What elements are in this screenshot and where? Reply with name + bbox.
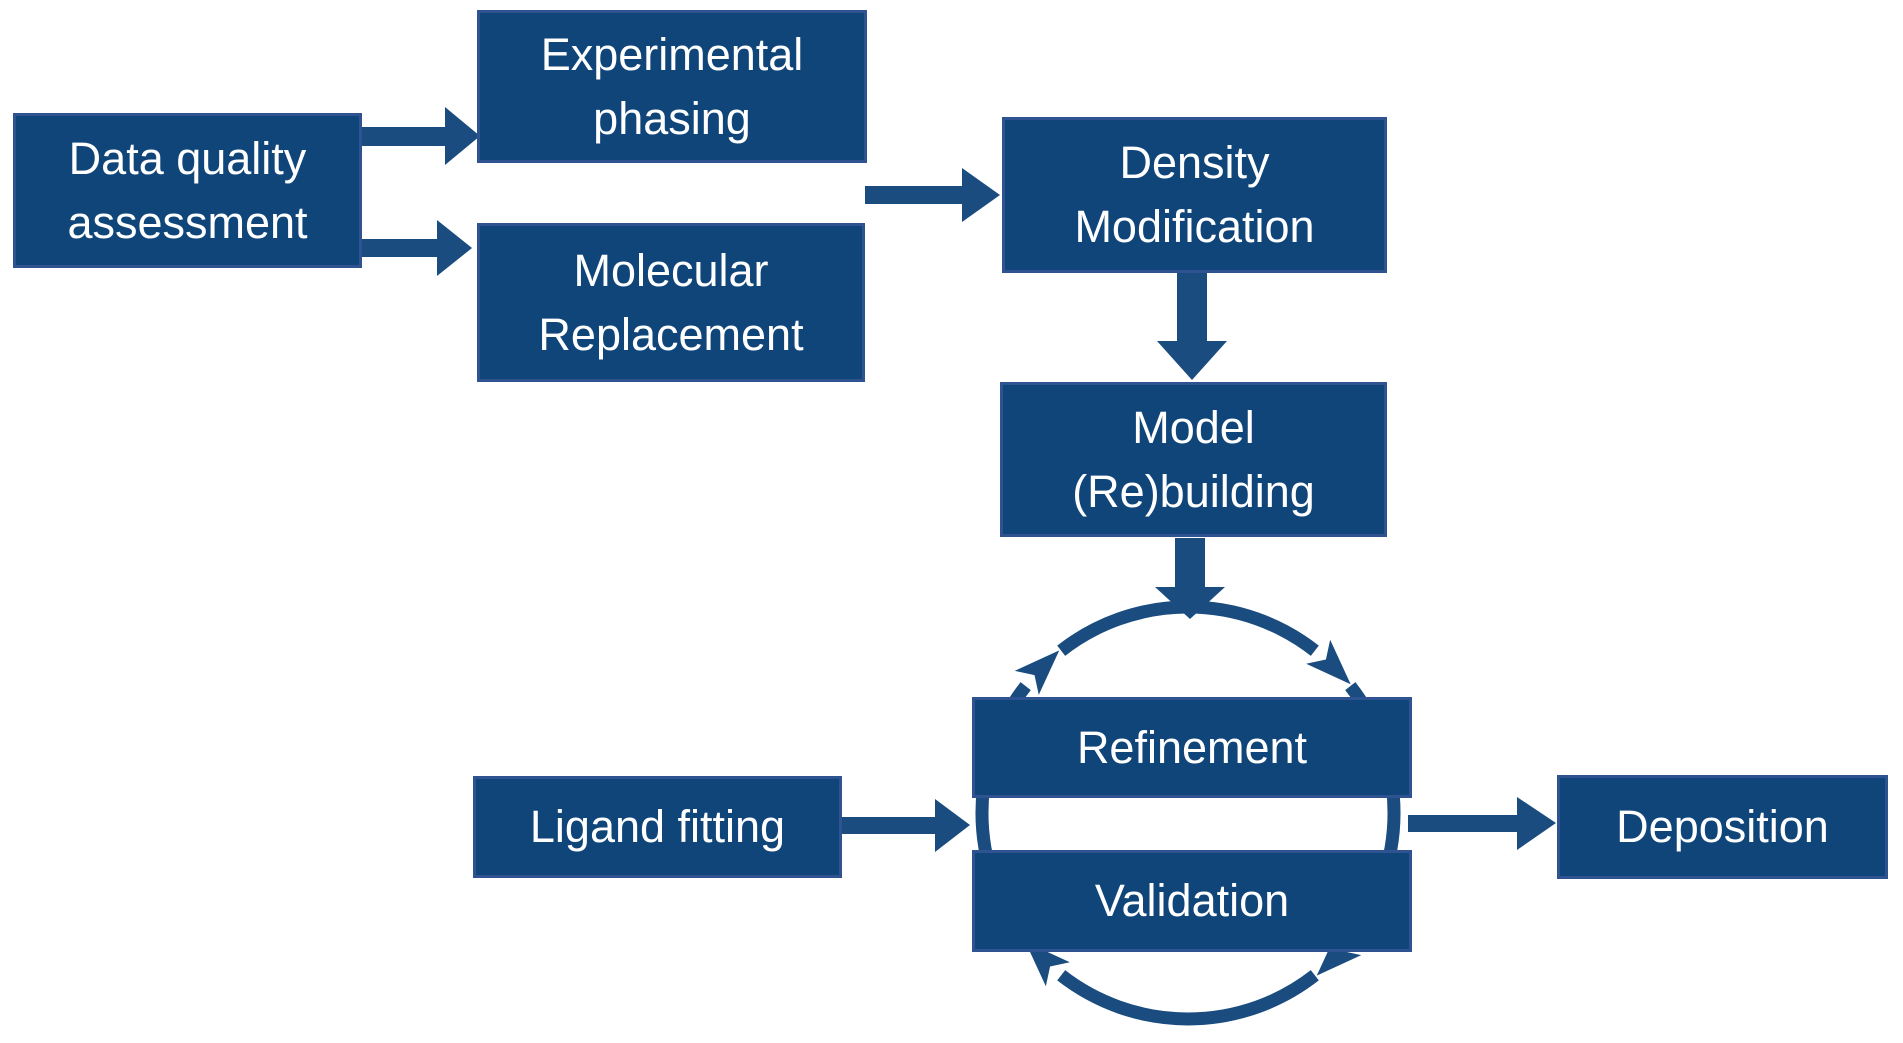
arrow-density-modification-to-model-icon [1157,273,1227,380]
arrow-cycle-to-deposition-icon [1408,797,1556,850]
node-deposition: Deposition [1557,775,1888,879]
arrow-ligand-to-cycle-icon [842,799,970,852]
cycle-arrowhead-bottom-left-icon [1025,941,1070,987]
node-refinement: Refinement [972,697,1412,798]
node-experimental-phasing: Experimental phasing [477,10,867,163]
node-data-quality-assessment: Data quality assessment [13,113,362,268]
node-molecular-replacement: Molecular Replacement [477,223,865,382]
node-ligand-fitting: Ligand fitting [473,776,842,878]
arrow-model-to-cycle-icon [1155,538,1225,619]
cycle-arrowhead-top-left-icon [1014,650,1060,695]
cycle-arrowhead-top-right-icon [1306,639,1351,685]
arrow-phasing-to-density-modification-icon [865,168,1000,222]
refinement-validation-cycle-icon [975,600,1401,1026]
node-validation: Validation [972,850,1412,952]
arrow-dqa-to-molecular-replacement-icon [362,220,472,276]
node-model-rebuilding: Model (Re)building [1000,382,1387,537]
node-density-modification: Density Modification [1002,117,1387,273]
cycle-arrowhead-bottom-right-icon [1316,931,1362,976]
cycle-arc-bottom [1057,970,1319,1026]
arrow-dqa-to-experimental-phasing-icon [362,107,480,165]
